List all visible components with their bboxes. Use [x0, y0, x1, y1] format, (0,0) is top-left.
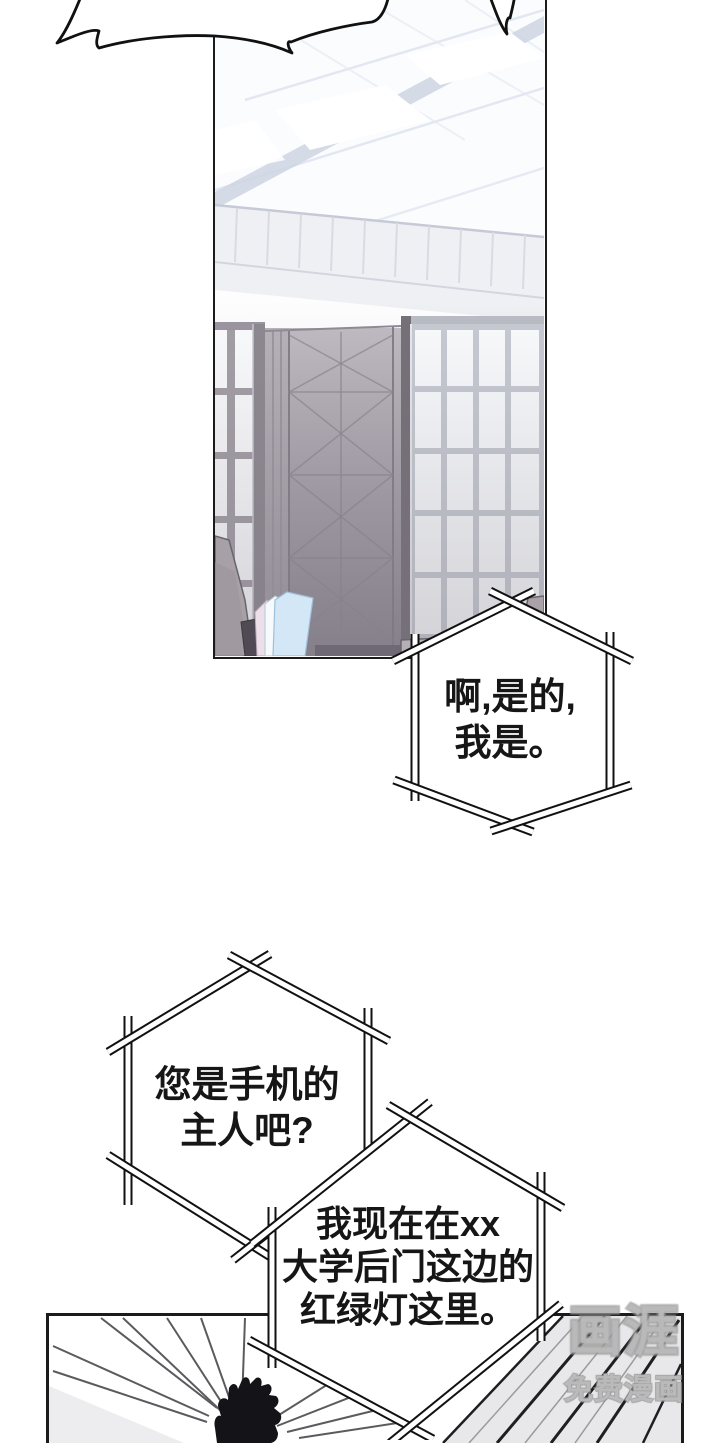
bubble-a-text: 啊,是的, 我是。 [444, 676, 576, 763]
bubble-b-text: 您是手机的 主人吧? [154, 1064, 340, 1151]
bubble-c-text: 我现在在xx 大学后门这边的 红绿灯这里。 [281, 1203, 534, 1330]
bubble-b-shape [105, 950, 392, 1264]
wall-band [215, 203, 544, 322]
panel-street-scene [46, 1313, 684, 1443]
panel-interior-room [213, 0, 547, 659]
interior-art [215, 0, 544, 656]
street-art [49, 1316, 681, 1443]
grey-corner [49, 1386, 184, 1443]
